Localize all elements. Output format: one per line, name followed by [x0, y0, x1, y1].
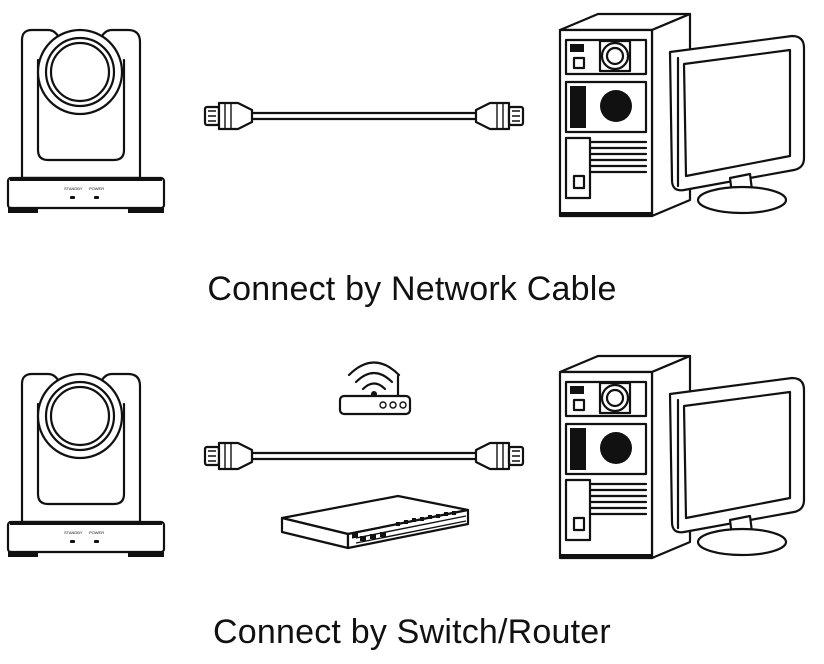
network-cable-icon	[203, 101, 525, 131]
desktop-computer-icon	[558, 354, 806, 560]
network-cable-icon	[203, 441, 525, 471]
caption-switch-router: Connect by Switch/Router	[213, 613, 611, 651]
network-switch-icon	[280, 494, 470, 550]
ptz-camera-icon	[6, 28, 166, 215]
camera-power-label: POWER	[89, 186, 105, 191]
caption-network-cable: Connect by Network Cable	[207, 270, 617, 308]
wifi-router-icon	[338, 361, 412, 416]
camera-standby-label: STANDBY	[64, 186, 83, 191]
desktop-computer-icon	[558, 12, 806, 218]
ptz-camera-icon	[6, 372, 166, 559]
camera-power-label: POWER	[89, 530, 105, 535]
camera-standby-label: STANDBY	[64, 530, 83, 535]
